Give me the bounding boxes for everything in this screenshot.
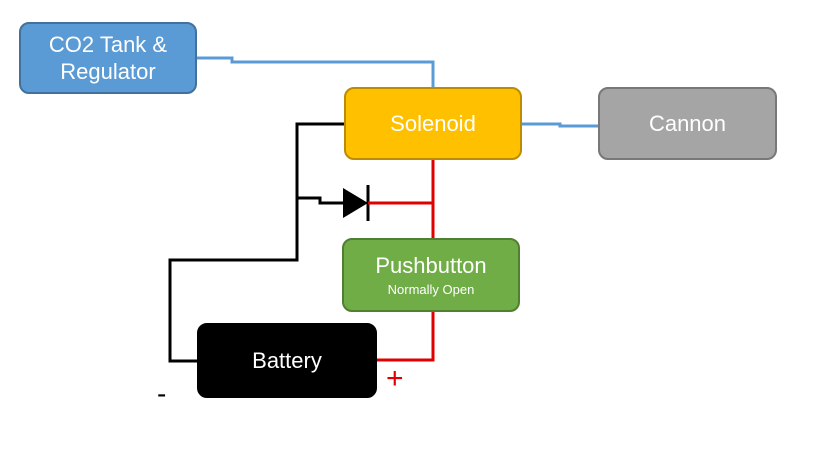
pushbutton-block: Pushbutton Normally Open (342, 238, 520, 312)
diode-icon (343, 185, 370, 221)
cannon-label: Cannon (648, 110, 727, 136)
positive-terminal-label: + (386, 362, 404, 395)
negative-terminal-label: - (157, 378, 167, 409)
cannon-block: Cannon (598, 87, 777, 160)
co2-tank-regulator-block: CO2 Tank & Regulator (19, 22, 197, 94)
co2-tank-label-line2: Regulator (60, 59, 156, 84)
negative-wire-diode (297, 196, 345, 205)
solenoid-block: Solenoid (344, 87, 522, 160)
battery-block: Battery (197, 323, 377, 398)
pushbutton-sublabel: Normally Open (387, 281, 475, 297)
pushbutton-label: Pushbutton (375, 253, 487, 279)
gas-line-co2-to-solenoid (197, 56, 435, 87)
positive-wire-pushbutton-battery (377, 312, 435, 362)
co2-tank-label-line1: CO2 Tank & (48, 31, 168, 57)
negative-wire-solenoid (168, 122, 344, 363)
solenoid-label: Solenoid (390, 110, 476, 136)
battery-label: Battery (252, 347, 322, 373)
gas-line-solenoid-to-cannon (522, 122, 598, 128)
